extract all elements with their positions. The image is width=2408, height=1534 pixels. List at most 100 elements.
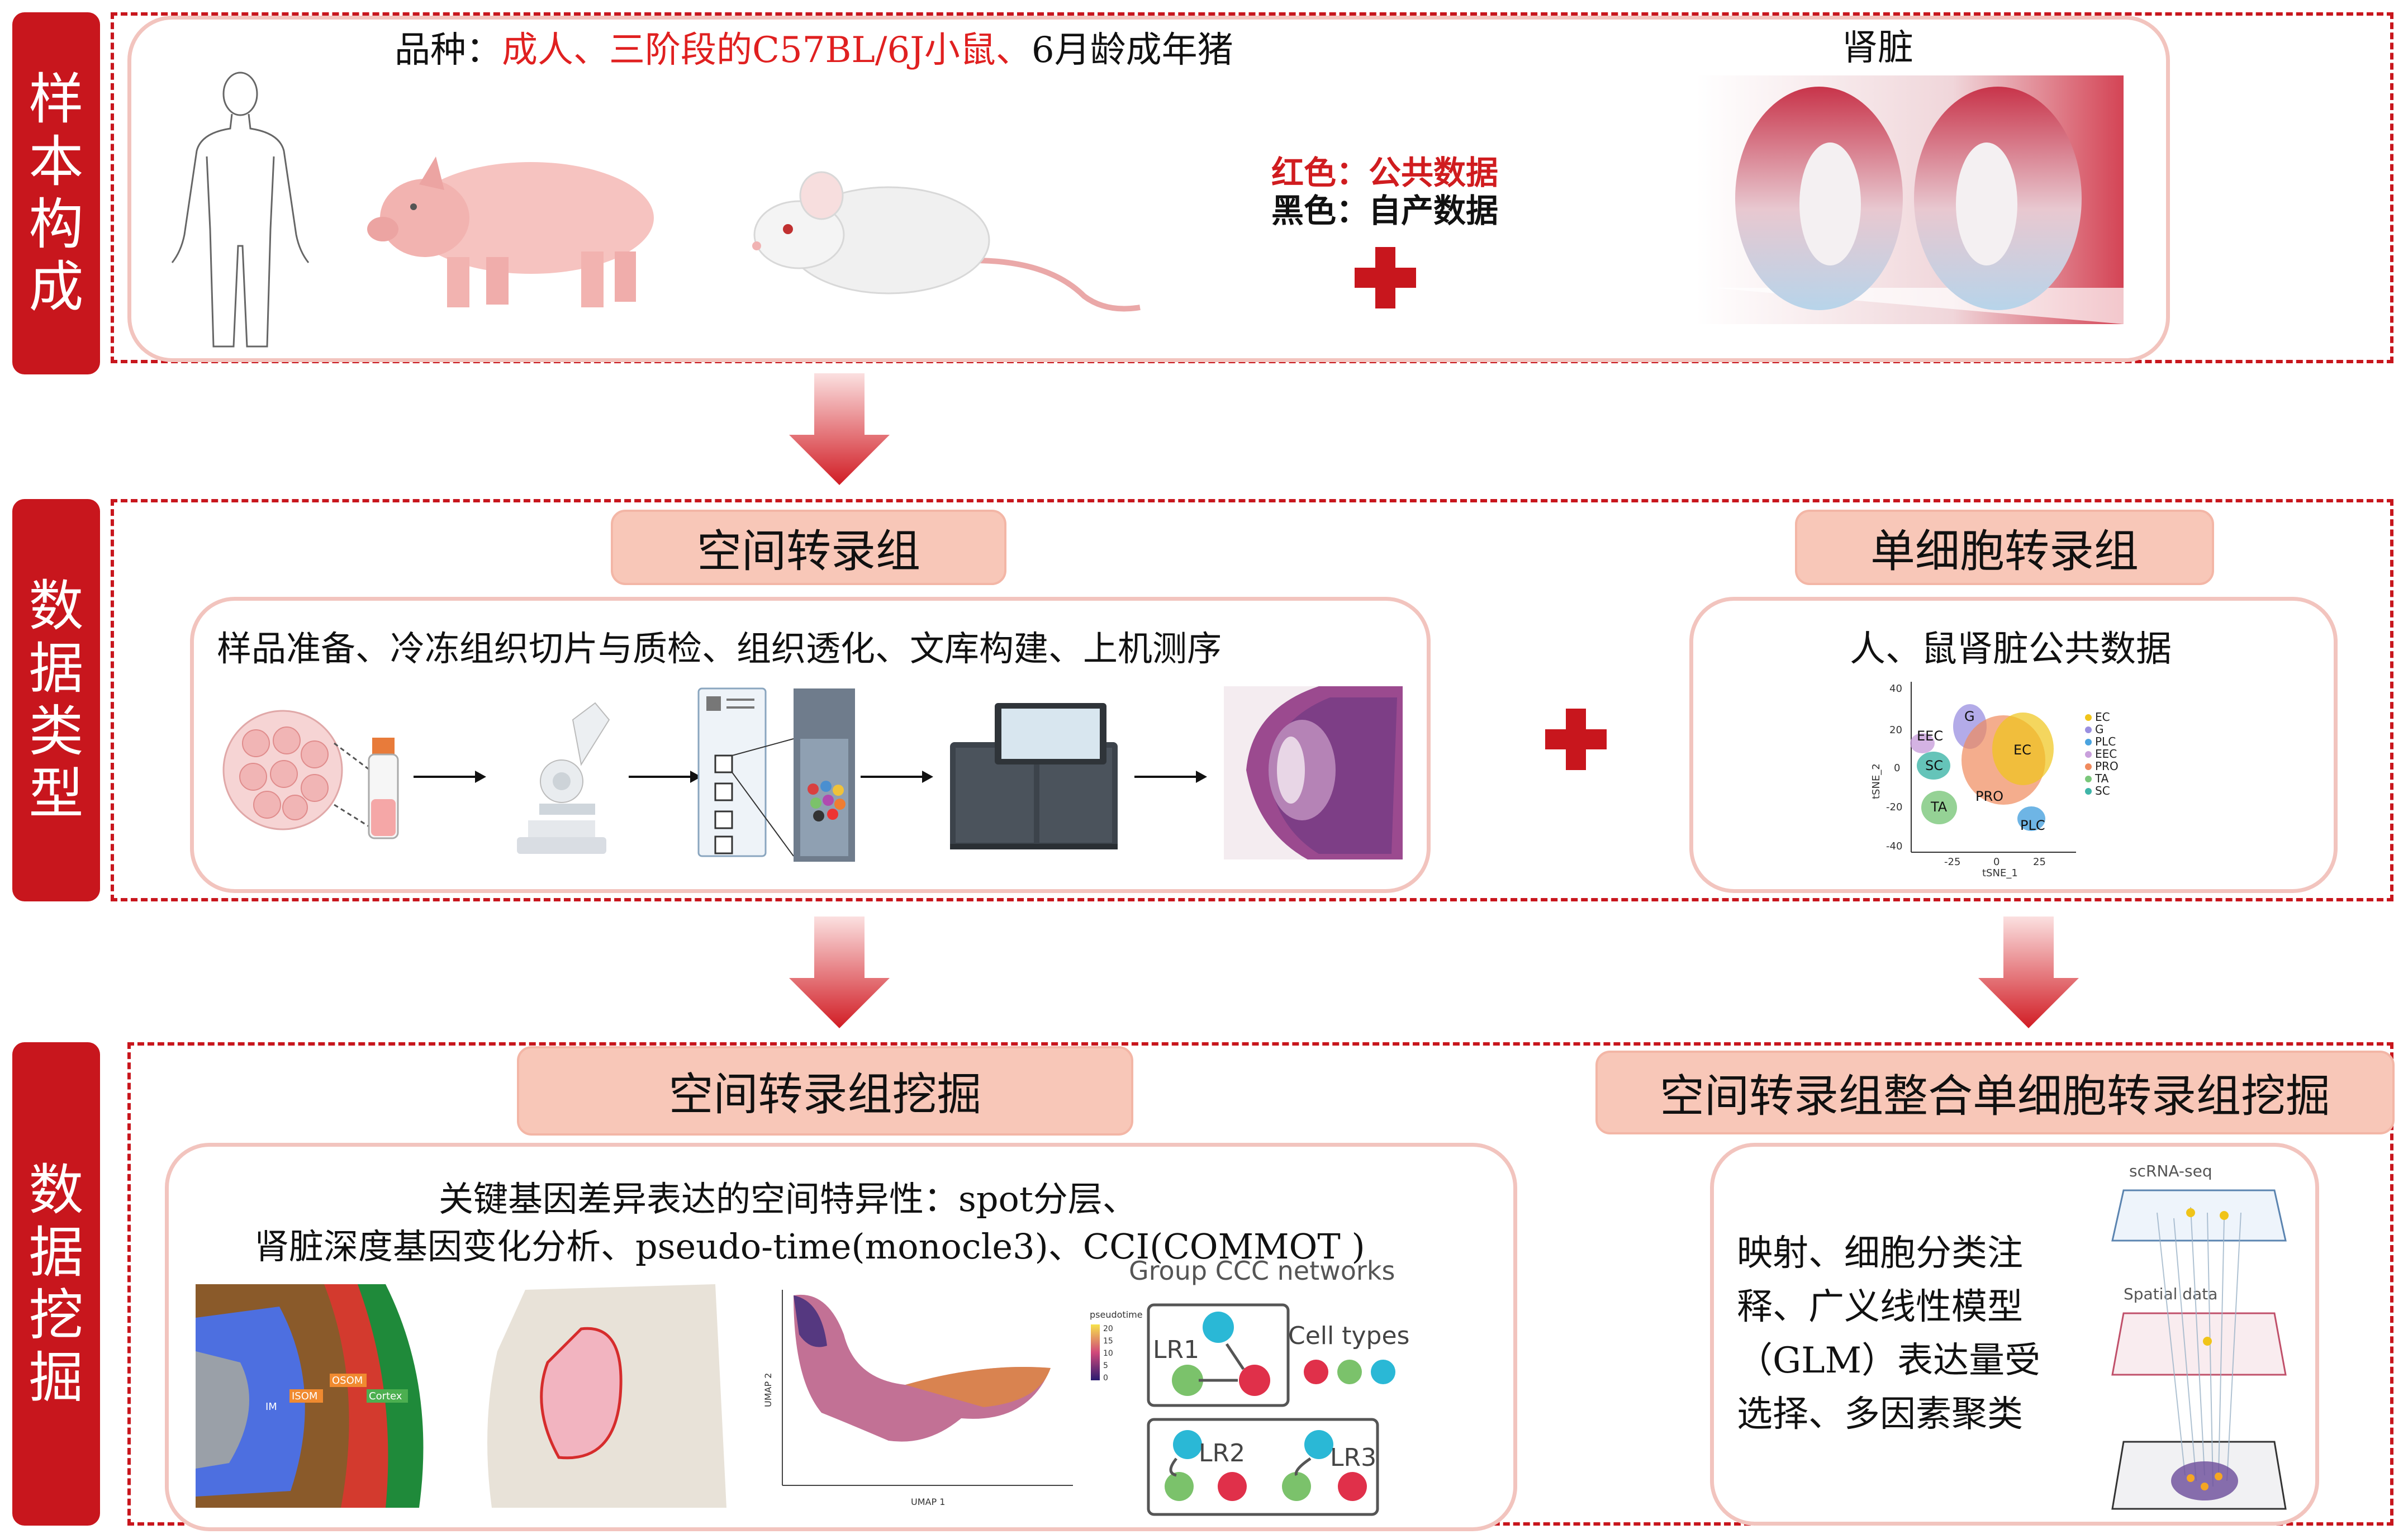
tsne-ytick: 20 xyxy=(1889,724,1902,736)
tsne-legend-swatch xyxy=(2085,714,2092,721)
section-char: 据 xyxy=(29,637,84,701)
tsne-legend-label: SC xyxy=(2095,784,2110,797)
layer-label: IM xyxy=(265,1401,277,1413)
arrow-right-icon xyxy=(414,771,486,783)
layer-label: ISOM xyxy=(292,1390,317,1402)
tsne-ylabel: tSNE_2 xyxy=(1870,763,1882,799)
umap-pseudotime-plot: UMAP 1 UMAP 2 pseudotime 20 15 10 5 0 xyxy=(763,1290,1143,1507)
tsne-xtick: 25 xyxy=(2033,856,2046,868)
species-red: 成人、三阶段的C57BL/6J小鼠、 xyxy=(502,30,1032,71)
section-char: 掘 xyxy=(29,1346,84,1410)
pseudotime-colorbar xyxy=(1091,1324,1100,1380)
section-char: 类 xyxy=(29,700,84,763)
ccc-lr-label: LR1 xyxy=(1153,1336,1199,1364)
cluster-label: TA xyxy=(1930,799,1948,815)
spatial-steps-text: 样品准备、冷冻组织切片与质检、组织透化、文库构建、上机测序 xyxy=(217,628,1222,669)
tsne-clusters xyxy=(1910,704,2054,831)
tsne-xtick: 0 xyxy=(1993,856,1999,868)
legend-public: 红色：公共数据 xyxy=(1271,154,1499,192)
plus-icon xyxy=(1545,709,1607,770)
integration-desc-line: （GLM）表达量受 xyxy=(1737,1340,2041,1381)
section-char: 据 xyxy=(29,1220,84,1285)
tissue-section-image xyxy=(1224,686,1403,859)
tsne-legend-label: PLC xyxy=(2095,735,2116,748)
cluster-label: G xyxy=(1964,709,1975,724)
section-label-mining: 数 据 挖 掘 xyxy=(12,1042,100,1526)
human-icon xyxy=(171,72,310,348)
sc-title: 单细胞转录组 xyxy=(1795,510,2214,585)
spatial-title: 空间转录组 xyxy=(611,510,1006,585)
tsne-ytick: 0 xyxy=(1894,762,1900,774)
section-char: 构 xyxy=(29,193,84,257)
section-char: 挖 xyxy=(29,1283,84,1347)
umap-legend-tick: 5 xyxy=(1103,1361,1108,1370)
umap-legend-tick: 0 xyxy=(1103,1374,1108,1383)
tsne-xtick: -25 xyxy=(1944,856,1960,868)
integration-desc-line: 选择、多因素聚类 xyxy=(1737,1394,2023,1435)
pig-icon xyxy=(367,156,654,307)
tsne-legend-label: EC xyxy=(2095,710,2110,724)
arrow-right-icon xyxy=(629,771,701,783)
umap-legend-tick: 15 xyxy=(1103,1337,1113,1346)
integration-figure: scRNA-seq Spatial data xyxy=(2111,1162,2287,1510)
ccc-title: Group CCC networks xyxy=(1129,1256,1395,1286)
integration-title: 空间转录组整合单细胞转录组挖掘 xyxy=(1595,1051,2395,1134)
tsne-ytick: -20 xyxy=(1886,801,1902,813)
spatial-mining-desc-1: 关键基因差异表达的空间特异性：spot分层、 xyxy=(439,1179,1137,1219)
arrow-right-icon xyxy=(1134,771,1207,783)
cluster-label: PLC xyxy=(2020,818,2045,833)
species-black: 6月龄成年猪 xyxy=(1031,30,1233,71)
cluster-label: EC xyxy=(2013,742,2031,758)
section-char: 样 xyxy=(29,68,84,131)
integration-desc: 映射、细胞分类注 释、广义线性模型 （GLM）表达量受 选择、多因素聚类 xyxy=(1737,1227,2040,1441)
legend-own: 黑色：自产数据 xyxy=(1271,192,1499,230)
umap-legend-tick: 20 xyxy=(1103,1324,1113,1333)
tsne-legend-label: PRO xyxy=(2095,759,2119,773)
sequencer-icon xyxy=(950,703,1118,849)
umap-ylabel: UMAP 2 xyxy=(763,1373,773,1407)
tissue-cells-icon xyxy=(222,710,399,839)
section-label-data-type: 数 据 类 型 xyxy=(12,499,100,901)
down-arrow xyxy=(1978,916,2079,1028)
kidney-label: 肾脏 xyxy=(1842,27,1913,69)
ccc-lr-label: LR3 xyxy=(1330,1443,1376,1472)
tsne-legend-swatch xyxy=(2085,751,2092,758)
section-label-sample: 样 本 构 成 xyxy=(12,12,100,374)
cluster-label: EEC xyxy=(1917,728,1943,744)
umap-legend-tick: 10 xyxy=(1103,1349,1113,1358)
tsne-plot: 40 20 0 -20 -40 -25 0 25 tSNE_1 tSNE_2 G… xyxy=(1870,682,2119,879)
section-char: 数 xyxy=(29,1158,84,1222)
tsne-legend-swatch xyxy=(2085,726,2092,733)
tsne-ytick: 40 xyxy=(1889,683,1902,695)
data-type-frame xyxy=(111,499,2393,901)
cluster-label: SC xyxy=(1925,758,1943,773)
microscope-icon xyxy=(517,702,610,854)
ccc-cell-types-label: Cell types xyxy=(1288,1322,1409,1350)
tsne-legend-swatch xyxy=(2085,776,2092,782)
layer-label: Cortex xyxy=(369,1390,402,1402)
spatial-mining-title: 空间转录组挖掘 xyxy=(517,1046,1133,1136)
slide-chip-icon xyxy=(697,687,855,862)
integ-fig-mid: Spatial data xyxy=(2124,1285,2217,1303)
kidney-image xyxy=(1696,75,2124,324)
tsne-legend-swatch xyxy=(2085,763,2092,770)
spot-depth-map xyxy=(487,1284,726,1508)
down-arrow xyxy=(789,373,890,485)
section-char: 成 xyxy=(29,255,84,319)
tsne-xlabel: tSNE_1 xyxy=(1982,867,2018,879)
species-line: 品种：成人、三阶段的C57BL/6J小鼠、6月龄成年猪 xyxy=(395,21,1233,73)
spatial-mining-desc-2: 肾脏深度基因变化分析、pseudo-time(monocle3)、CCI(COM… xyxy=(254,1226,1365,1267)
tsne-legend-label: EEC xyxy=(2095,747,2117,761)
layer-label: OSOM xyxy=(332,1375,363,1386)
arrow-right-icon xyxy=(861,771,933,783)
integration-desc-line: 映射、细胞分类注 xyxy=(1737,1233,2023,1274)
sc-desc: 人、鼠肾脏公共数据 xyxy=(1850,629,2172,670)
tsne-legend-swatch xyxy=(2085,788,2092,795)
ccc-network-figure: Group CCC networks LR1 Cell types LR2 LR… xyxy=(1129,1256,1409,1516)
section-char: 型 xyxy=(29,762,84,826)
cluster-label: PRO xyxy=(1975,789,2003,804)
section-char: 数 xyxy=(29,574,84,638)
tsne-legend-swatch xyxy=(2085,739,2092,745)
integ-fig-top: scRNA-seq xyxy=(2129,1162,2212,1180)
mouse-icon xyxy=(752,171,1141,312)
